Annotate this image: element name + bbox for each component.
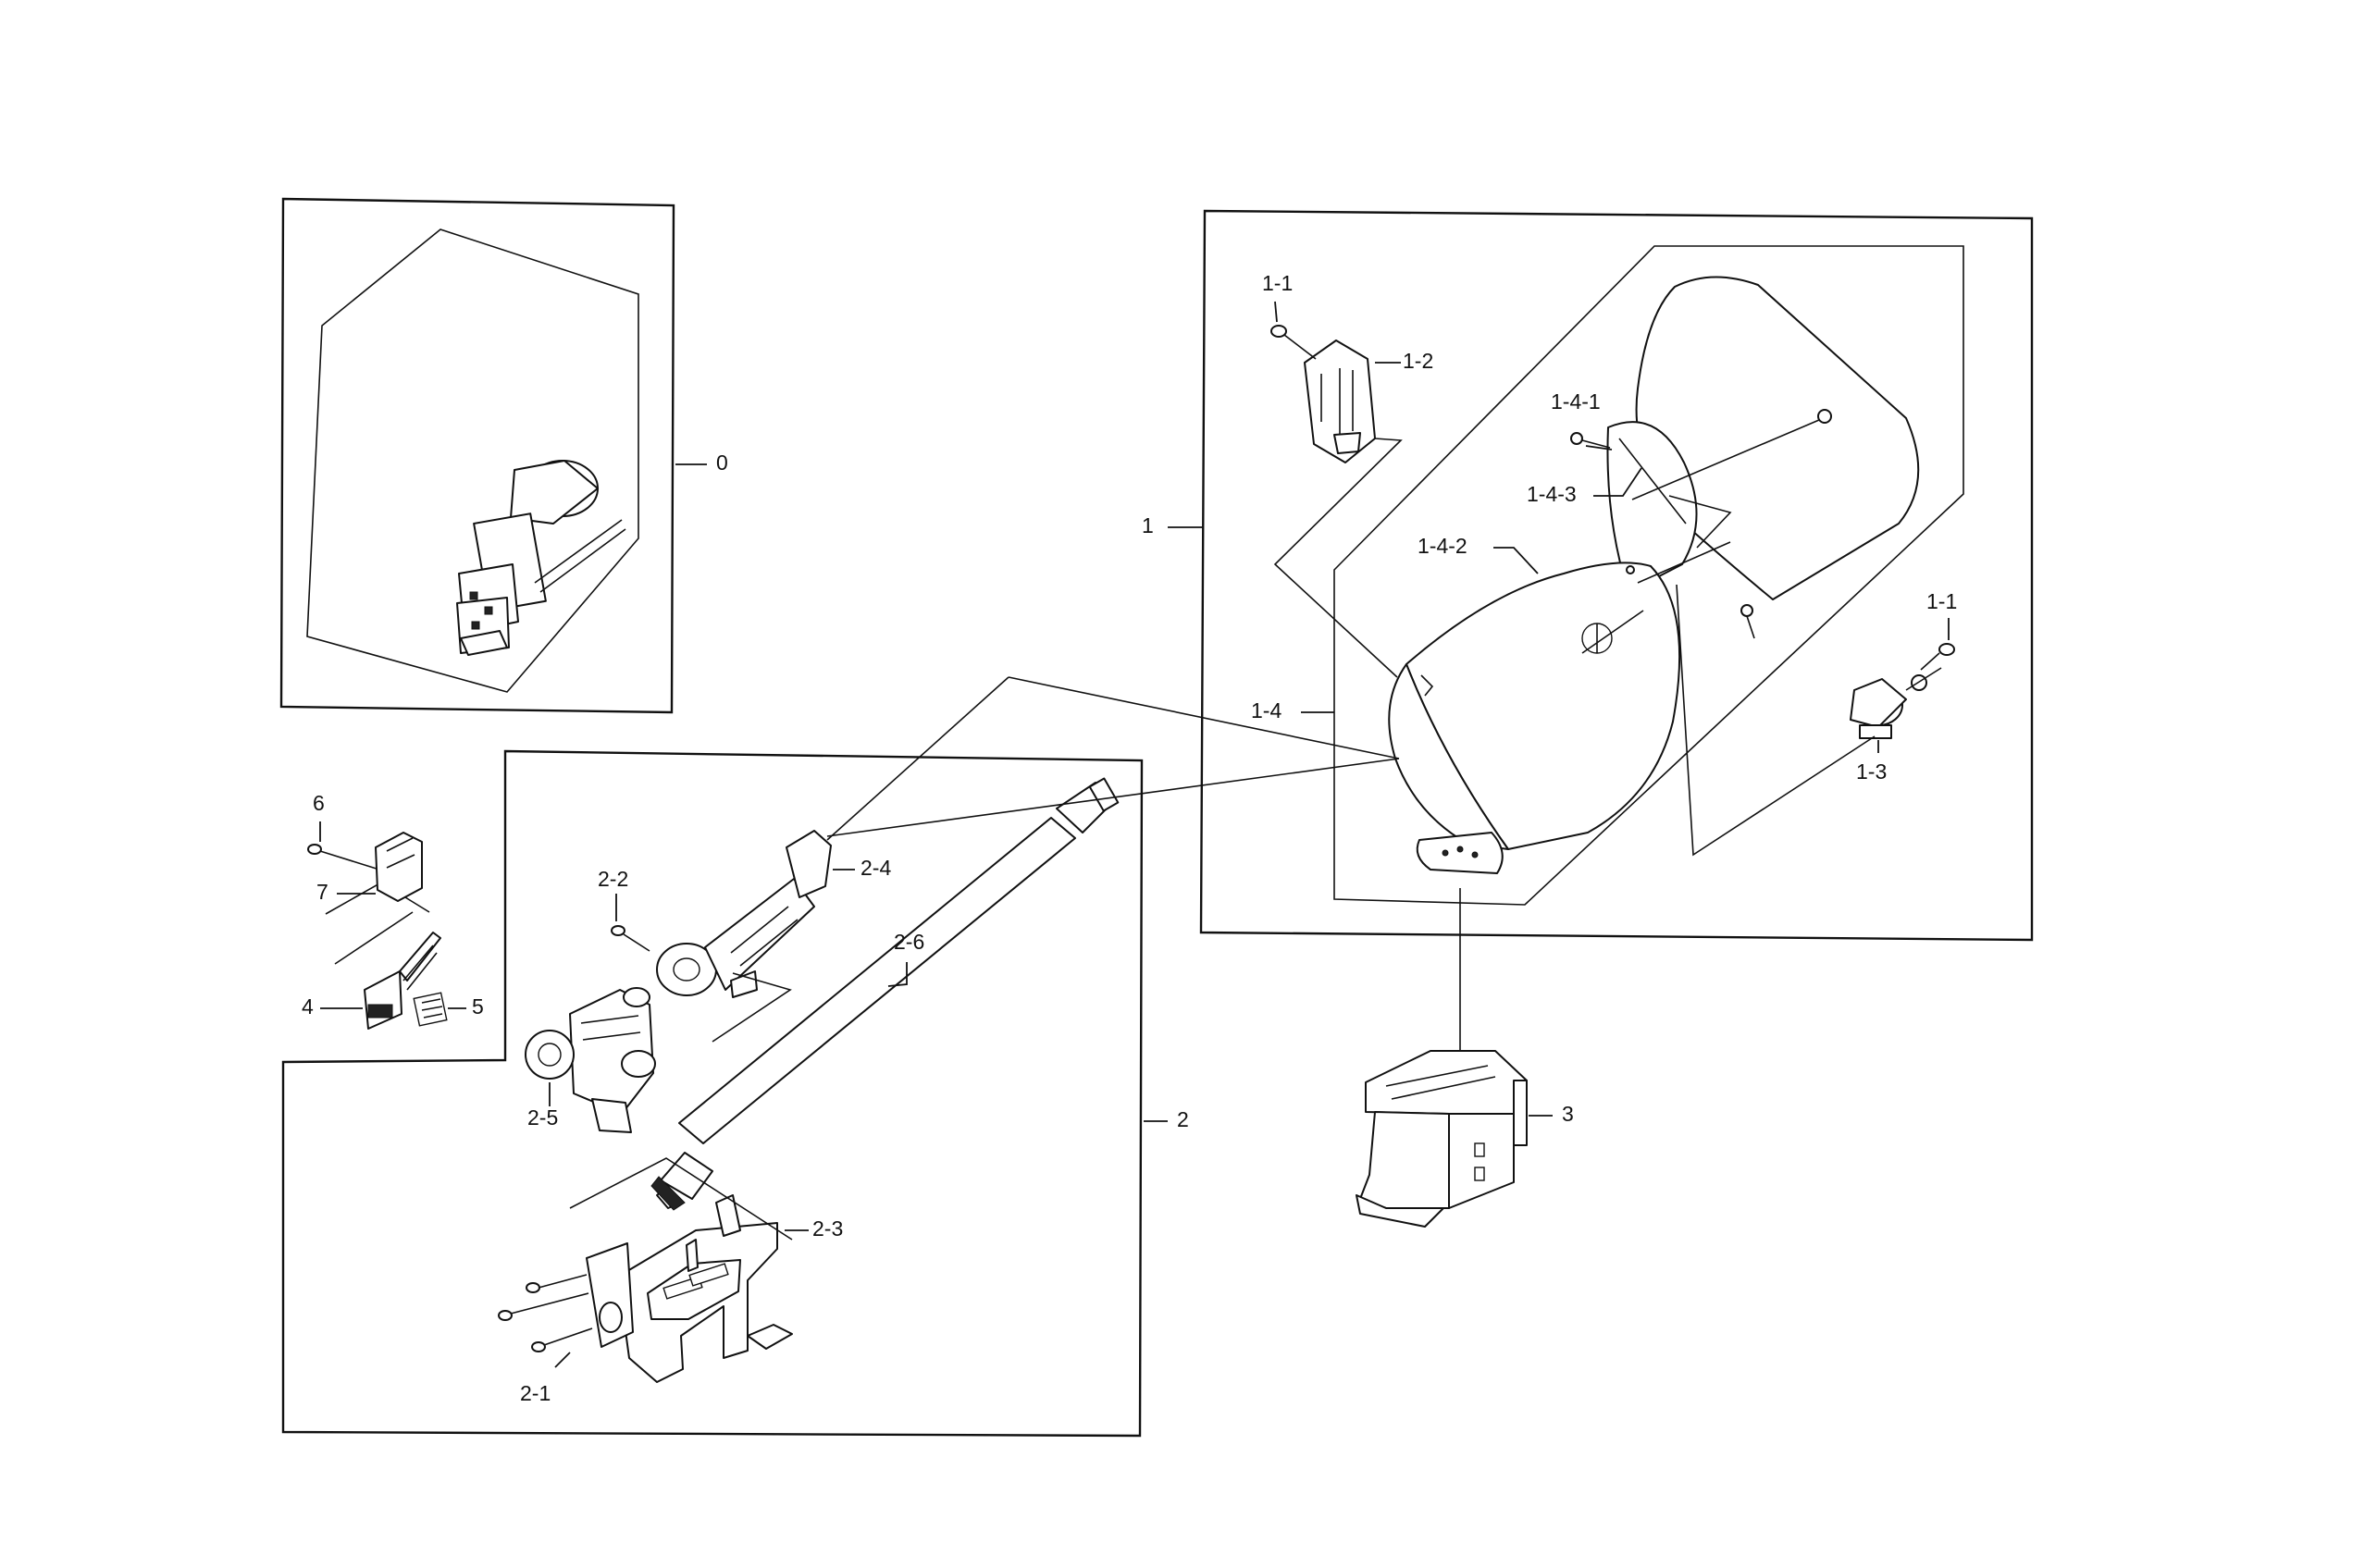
part-1-4-1-screws [1570, 409, 1832, 639]
callout-2-3: 2-3 [812, 1216, 843, 1241]
callout-1-4-2: 1-4-2 [1418, 534, 1467, 558]
assembly-0-part [456, 460, 626, 656]
part-3-group: 3 [1356, 888, 1574, 1228]
assembly-2-frame [281, 749, 1144, 1438]
callout-1-4-1: 1-4-1 [1551, 389, 1601, 414]
part-2-5-valve [525, 987, 656, 1133]
callout-7: 7 [316, 880, 328, 904]
assembly-1-group: 1 1-1 1-2 1-4-1 1-4-3 1-4-2 1-4 1-1 1-3 [1142, 209, 2034, 942]
callout-5: 5 [472, 994, 484, 1019]
assembly-0-group: 0 [279, 197, 728, 714]
callout-2-6: 2-6 [894, 930, 924, 954]
part-2-4-manifold [656, 830, 832, 998]
callout-1-4: 1-4 [1251, 698, 1282, 722]
callout-1: 1 [1142, 513, 1154, 537]
part-5-pad [413, 992, 448, 1027]
assembly-0-outline [306, 228, 639, 693]
part-4-sensor [364, 932, 441, 1030]
part-1-4-3-cylinder [1606, 276, 1920, 600]
callout-2-1: 2-1 [520, 1381, 551, 1405]
callout-1-2: 1-2 [1403, 349, 1433, 373]
assembly-0-frame [279, 197, 675, 714]
part-1-4-2-cylinder [1388, 562, 1681, 874]
callout-1-3: 1-3 [1856, 759, 1887, 784]
part-1-2-bracket [1304, 340, 1376, 463]
callout-1-1-right: 1-1 [1926, 589, 1957, 613]
assembly-1-frame [1199, 209, 2034, 942]
callout-4: 4 [302, 994, 314, 1019]
part-1-1-screw-right [1920, 643, 1955, 671]
part-2-3-base-bracket [617, 1194, 793, 1383]
part-7-clip [375, 832, 423, 902]
small-parts-group: 6 7 4 5 [302, 791, 484, 1030]
assembly-2-group: 2 2-4 2-2 2-6 2-5 2-3 2-1 [281, 676, 1400, 1438]
callout-2: 2 [1177, 1107, 1189, 1131]
callout-2-5: 2-5 [527, 1105, 558, 1130]
callout-0: 0 [716, 451, 728, 475]
assembly-1-4-outline [1333, 245, 1964, 906]
callout-1-4-3: 1-4-3 [1527, 482, 1577, 506]
part-1-3-sensor [1850, 667, 1942, 739]
callout-2-2: 2-2 [598, 867, 628, 891]
callout-6: 6 [313, 791, 325, 815]
part-2-1-screws-bracket [498, 1242, 634, 1352]
part-6-screw [307, 844, 380, 870]
callout-3: 3 [1562, 1102, 1574, 1126]
part-2-2-screw [611, 925, 650, 952]
callout-2-4: 2-4 [861, 856, 891, 880]
callout-1-1-upper: 1-1 [1262, 271, 1293, 295]
part-1-1-screw-upper [1270, 325, 1317, 360]
part-2-6-burner-tube [650, 777, 1120, 1211]
part-3-bracket [1356, 1050, 1528, 1228]
